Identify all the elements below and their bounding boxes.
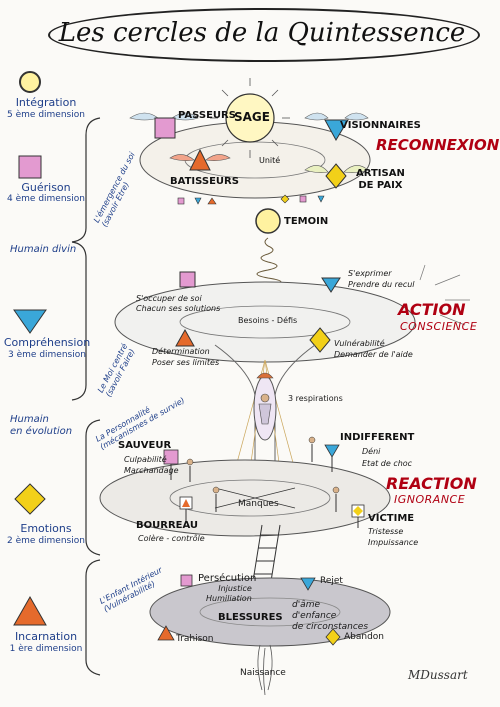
incarnation-triangle-icon [13, 595, 47, 626]
dim-guerison-sub: 4 ème dimension [7, 194, 85, 204]
label-sauveur-sub: Culpabilité Marchandage [124, 455, 179, 475]
middle-disc-inner [179, 305, 351, 339]
label-blessures-sub: d'âme d'enfance de circonstances [292, 600, 369, 632]
title-frame [48, 8, 480, 62]
label-persecution-sub: Injustice Humiliation [206, 584, 252, 603]
dim-guerison-name: Guérison [21, 181, 71, 194]
label-conscience: CONSCIENCE [400, 320, 478, 333]
dim-emotions-name: Emotions [20, 522, 72, 535]
bracket-enfant [85, 559, 101, 676]
label-victime-sub: Tristesse Impuissance [368, 527, 419, 547]
bourreau-figure-icon [179, 486, 220, 522]
small-shapes-decor [177, 194, 325, 205]
persecution-square-icon [180, 574, 193, 587]
meditating-figure-icon [253, 372, 277, 441]
label-abandon: Abandon [344, 632, 385, 642]
dim-incarnation-sub: 1 ère dimension [9, 644, 83, 654]
label-temoin: TEMOIN [284, 216, 329, 227]
batisseurs-triangle-icon [169, 148, 231, 171]
roots [257, 644, 273, 696]
action-sun-icon [419, 264, 470, 326]
label-rejet: Rejet [320, 576, 343, 586]
sage-sun-icon [210, 78, 290, 158]
trahison-triangle-icon [157, 625, 175, 641]
label-passeurs: PASSEURS [178, 110, 236, 121]
label-determination: Détermination Poser ses limites [152, 347, 220, 367]
visionnaires-triangle-icon [304, 112, 369, 142]
label-blessures: BLESSURES [218, 612, 283, 623]
comprehension-triangle-icon [13, 309, 47, 334]
sauveur-figure-icon [163, 449, 194, 482]
label-exprimer: S'exprimer Prendre du recul [348, 269, 415, 289]
label-manques: Manques [238, 499, 279, 509]
vulnerabilite-diamond-icon [309, 327, 331, 353]
passeurs-square-icon [129, 112, 199, 139]
label-victime: VICTIME [368, 513, 415, 524]
guerison-square-icon [18, 155, 42, 179]
label-vulnerabilite: Vulnérabilité Demander de l'aide [334, 339, 413, 359]
label-visionnaires: VISIONNAIRES [340, 120, 421, 131]
dim-integration-sub: 5 ème dimension [7, 110, 85, 120]
label-ignorance: IGNORANCE [394, 493, 466, 506]
group-humain-evolution: Humain en évolution [10, 414, 73, 437]
bracket-perso [85, 419, 101, 556]
label-indifferent-sub: Déni Etat de choc [362, 447, 413, 468]
dim-integration-name: Intégration [15, 96, 77, 109]
abandon-diamond-icon [325, 628, 341, 646]
bottom-disc-inner [199, 597, 341, 627]
group-humain-divin: Humain divin [10, 244, 77, 255]
label-sage: SAGE [234, 110, 270, 124]
label-reconnexion: RECONNEXION [376, 136, 500, 154]
label-occuper-de-soi: S'occuper de soi Chacun ses solutions [136, 294, 221, 313]
determination-triangle-icon [175, 328, 195, 347]
indifferent-figure-icon [308, 436, 340, 472]
label-action: ACTION [398, 300, 466, 319]
label-sauveur: SAUVEUR [118, 440, 172, 451]
integration-circle-icon [19, 71, 41, 93]
reaction-disc-inner [169, 479, 331, 517]
label-bourreau: BOURREAU [136, 520, 199, 531]
label-artisan-de-paix: ARTISAN DE PAIX [356, 168, 405, 191]
page-title: Les cercles de la Quintessence [58, 18, 466, 48]
emotions-diamond-icon [14, 483, 46, 515]
label-trahison: Trahison [176, 634, 214, 644]
artisan-diamond-icon [304, 163, 369, 189]
label-reaction: REACTION [386, 474, 477, 493]
reaction-disc [99, 459, 391, 537]
label-besoins-defis: Besoins - Défis [238, 316, 298, 325]
exprimer-triangle-icon [321, 277, 341, 293]
label-3-respirations: 3 respirations [288, 394, 343, 403]
label-persecution: Persécution [198, 573, 257, 584]
label-indifferent: INDIFFERENT [340, 432, 415, 443]
label-bourreau-sub: Colère - contrôle [138, 534, 205, 543]
manques-arrows [214, 487, 296, 509]
bracket-moi [71, 241, 87, 401]
rejet-triangle-icon [300, 577, 316, 591]
signature: MDussart [408, 668, 468, 682]
victime-figure-icon [332, 486, 365, 528]
dim-emotions-sub: 2 ème dimension [7, 536, 85, 546]
bracket-soi [71, 117, 101, 243]
occuper-square-icon [179, 271, 196, 288]
label-batisseurs: BATISSEURS [170, 176, 239, 187]
label-naissance: Naissance [240, 668, 286, 678]
dim-incarnation-name: Incarnation [14, 630, 78, 643]
label-unite: Unité [259, 156, 281, 165]
dim-comprehension-name: Compréhension [3, 336, 91, 349]
dim-comprehension-sub: 3 ème dimension [8, 350, 86, 360]
temoin-sun-icon [255, 208, 281, 234]
